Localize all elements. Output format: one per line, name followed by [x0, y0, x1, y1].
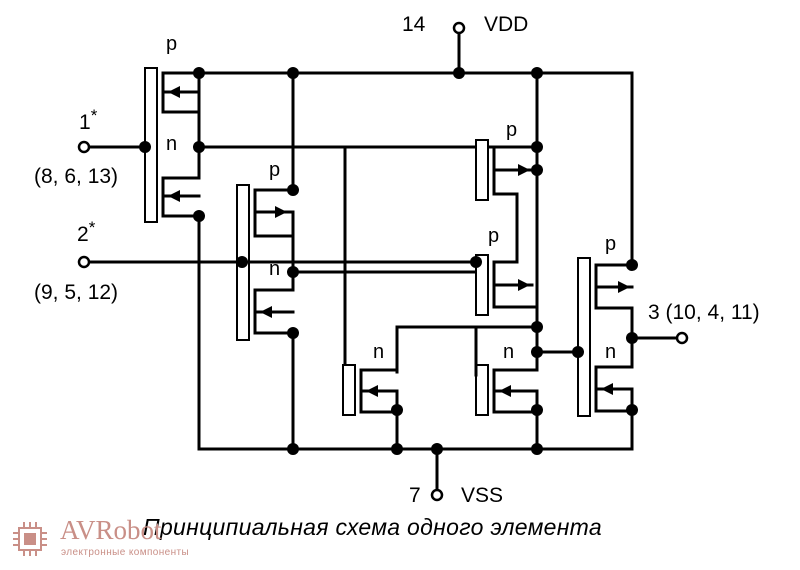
terminal-pins	[77, 21, 689, 502]
input2-number: 2	[77, 223, 89, 246]
input2-label: 2*	[77, 219, 95, 245]
vss-rail	[197, 447, 634, 495]
watermark-tagline: электронные компоненты	[61, 547, 190, 558]
t6-n-label: n	[503, 341, 515, 363]
vss-pin-number: 7	[409, 484, 421, 507]
input1-label: 1*	[79, 107, 97, 133]
t5-n-label: n	[373, 341, 385, 363]
stage3-p-transistor	[475, 71, 539, 264]
input2-alt-pins: (9, 5, 12)	[34, 281, 119, 304]
internal-wiring	[197, 145, 539, 374]
watermark-logo: AVRobot электронные компоненты	[10, 515, 210, 565]
input1-star: *	[90, 106, 98, 125]
vdd-pin-number: 14	[402, 13, 426, 36]
input2-star: *	[88, 218, 96, 237]
t1-p-label: p	[166, 33, 178, 55]
vdd-rail	[161, 28, 634, 75]
t3-p-label: p	[506, 119, 518, 141]
diagram-caption: Принципиальная схема одного элемента	[143, 514, 602, 540]
t2-p-label: p	[269, 159, 281, 181]
input1-alt-pins: (8, 6, 13)	[34, 165, 119, 188]
input1-number: 1	[79, 111, 91, 134]
stage3-n-transistors	[342, 325, 539, 451]
vss-label: VSS	[461, 484, 504, 507]
t1-n-label: n	[166, 133, 178, 155]
output-label: 3 (10, 4, 11)	[648, 301, 760, 324]
watermark-brand: AVRobot	[60, 515, 162, 545]
stage1-transistors	[82, 67, 201, 451]
t7-p-label: p	[605, 233, 617, 255]
chip-logo-icon	[13, 522, 47, 556]
vdd-label: VDD	[484, 13, 529, 36]
junction-dots	[139, 67, 638, 455]
output-inverter	[535, 71, 682, 451]
stage3-p2-transistor	[475, 168, 539, 354]
t8-n-label: n	[605, 341, 617, 363]
t2-n-label: n	[269, 258, 281, 280]
t4-p-label: p	[488, 225, 500, 247]
